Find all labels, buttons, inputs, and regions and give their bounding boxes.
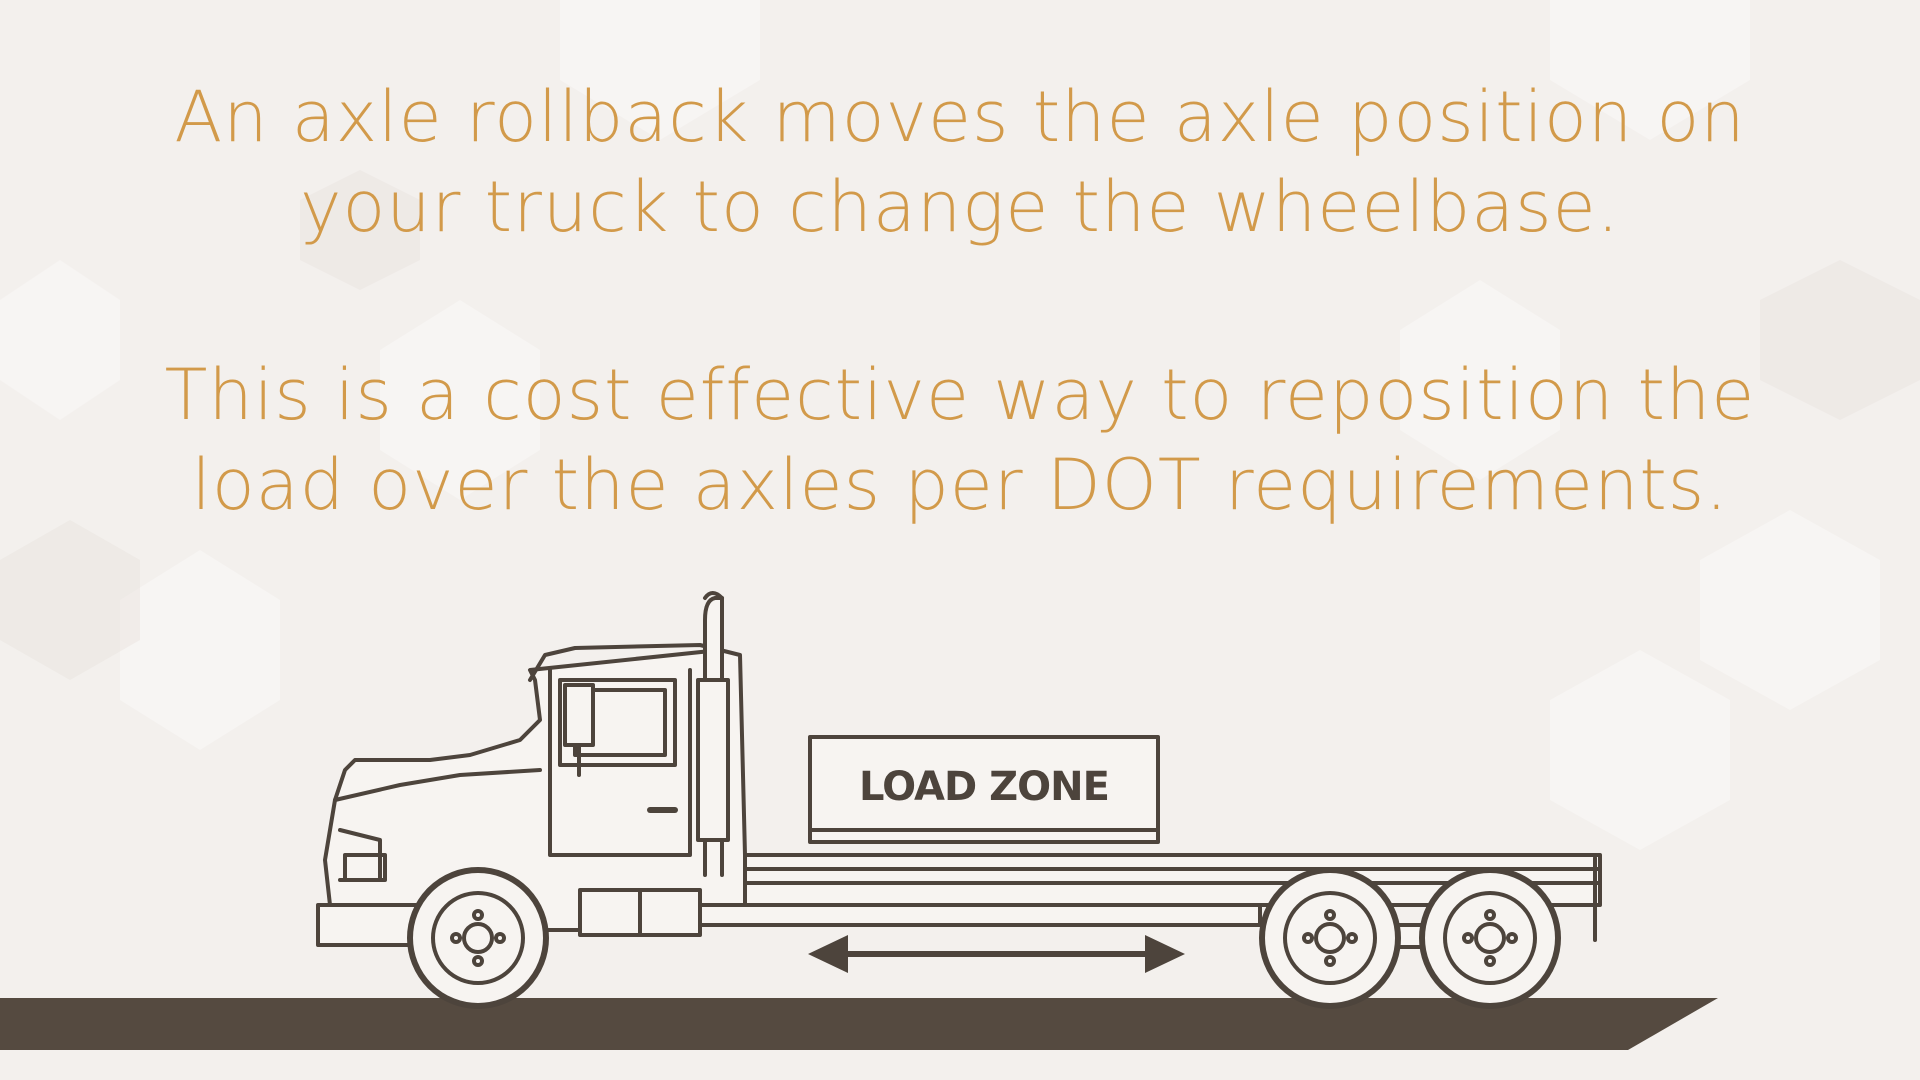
intro-heading: An axle rollback moves the axle position… — [160, 72, 1760, 252]
ground-road — [0, 998, 1718, 1050]
truck-frame — [698, 903, 1427, 949]
rear-wheel-2 — [1419, 867, 1561, 1009]
wheelbase-arrow — [808, 935, 1185, 973]
rear-wheel-1 — [1259, 867, 1401, 1009]
load-zone-label: LOAD ZONE — [859, 764, 1109, 810]
load-zone-box — [808, 735, 1160, 844]
detail-heading: This is a cost effective way to repositi… — [160, 350, 1760, 530]
exhaust-stack — [696, 591, 730, 877]
detail-line-1: This is a cost effective way to repositi… — [164, 354, 1756, 436]
intro-line-2: your truck to change the wheelbase. — [300, 166, 1620, 248]
front-wheel — [407, 867, 549, 1009]
detail-line-2: load over the axles per DOT requirements… — [191, 444, 1729, 526]
intro-line-1: An axle rollback moves the axle position… — [174, 76, 1746, 158]
